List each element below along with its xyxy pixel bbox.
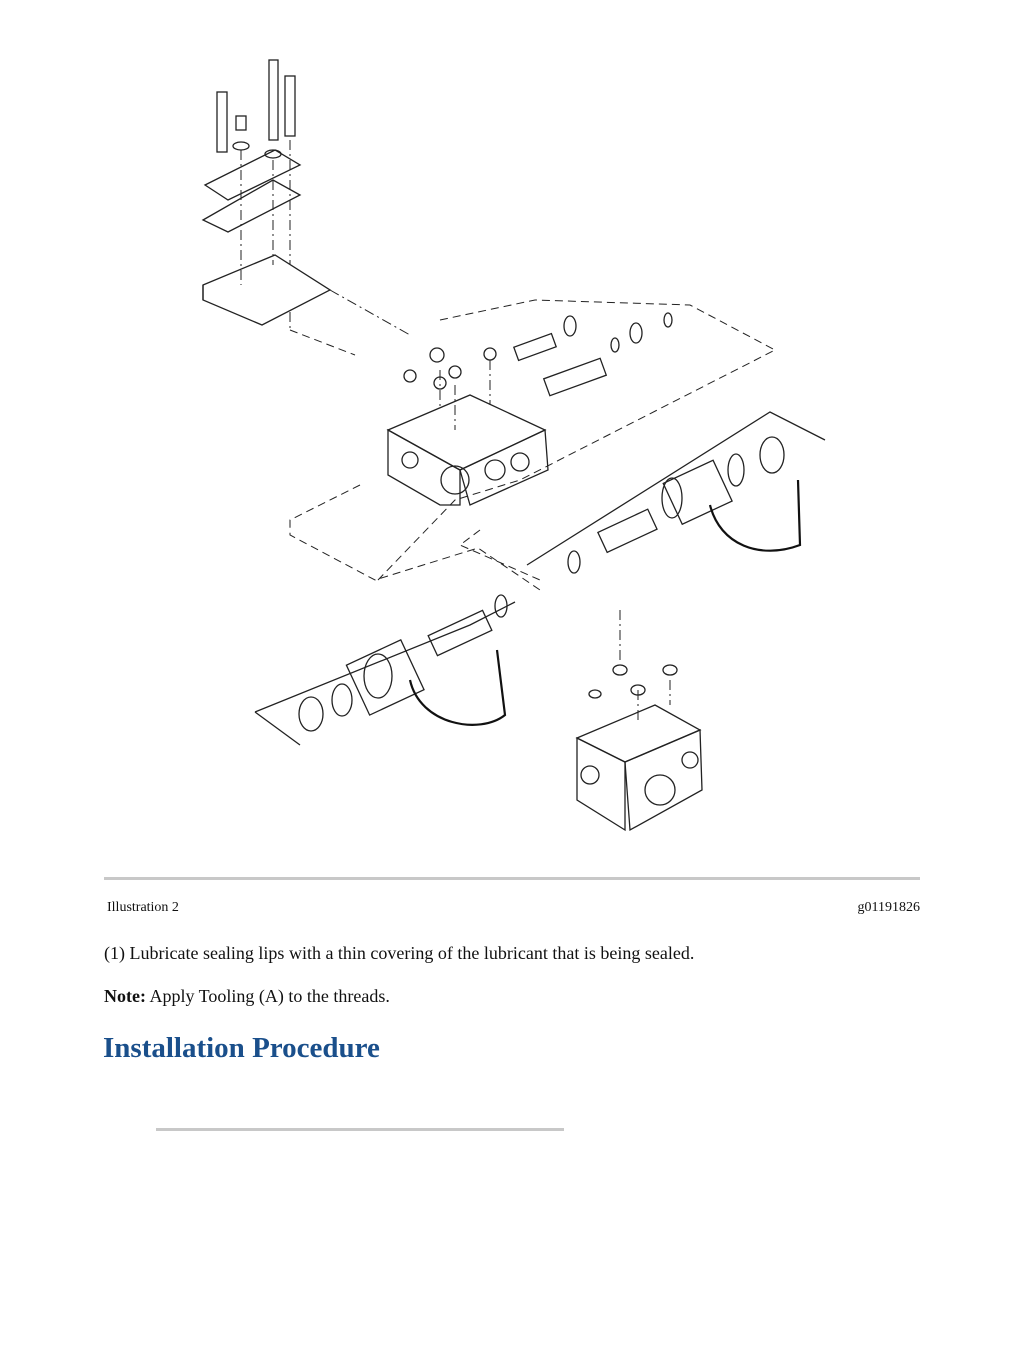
illustration-caption: Illustration 2: [107, 900, 179, 915]
section-heading: Installation Procedure: [103, 1032, 380, 1064]
note-paragraph: Note: Apply Tooling (A) to the threads.: [104, 986, 390, 1007]
note-label: Note:: [104, 986, 146, 1006]
mounting-plates: [201, 149, 332, 326]
note-text: Apply Tooling (A) to the threads.: [145, 986, 390, 1006]
spool-components: [512, 312, 673, 397]
caption-divider: [104, 877, 920, 880]
section-divider: [156, 1128, 564, 1131]
lower-valve-block: [575, 664, 703, 832]
right-solenoid-assembly: [526, 411, 826, 574]
left-solenoid-assembly: [254, 594, 516, 746]
graphic-id: g01191826: [857, 900, 920, 915]
step-text-content: (1) Lubricate sealing lips with a thin c…: [104, 943, 695, 963]
step-text: (1) Lubricate sealing lips with a thin c…: [104, 943, 694, 964]
bolt-group: [216, 59, 296, 159]
exploded-valve-diagram: [201, 59, 826, 832]
upper-valve-block: [386, 347, 549, 506]
